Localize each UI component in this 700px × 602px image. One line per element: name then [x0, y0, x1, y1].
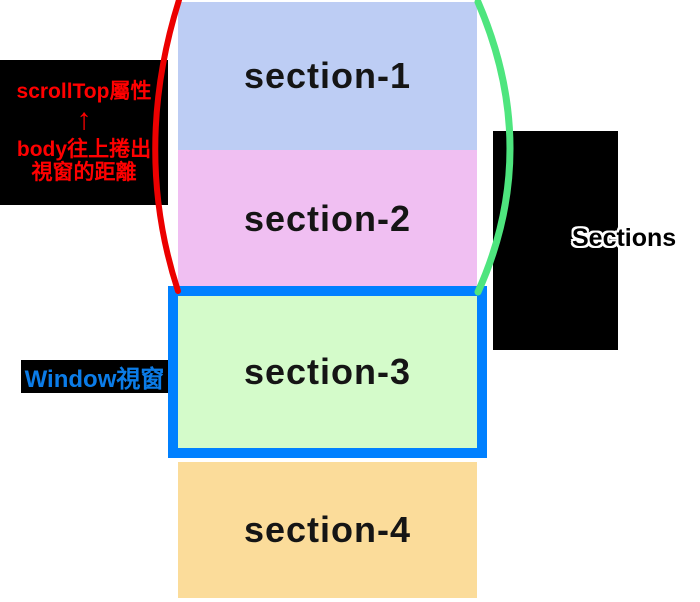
scrolltop-note-title: scrollTop屬性 — [16, 80, 152, 103]
section-3-label: section-3 — [243, 351, 412, 392]
scrolltop-note-line1: body往上捲出 — [16, 138, 152, 161]
scrolltop-note-line2: 視窗的距離 — [31, 161, 137, 184]
arrow-up-icon: ↑ — [76, 103, 92, 136]
section-4-label: section-4 — [243, 509, 412, 550]
window-viewport-label-box: Window視窗 — [21, 360, 168, 393]
section-2-label: section-2 — [243, 198, 412, 239]
section-1-block: section-1 — [178, 2, 477, 150]
section-4-block: section-4 — [178, 462, 477, 598]
window-viewport-label: Window視窗 — [24, 366, 165, 393]
sections-callout-label: Sections — [572, 224, 677, 252]
sections-callout-box — [493, 131, 618, 350]
scrolltop-note-box: scrollTop屬性 ↑ body往上捲出 視窗的距離 — [0, 60, 168, 205]
section-1-label: section-1 — [243, 55, 412, 96]
window-viewport-box: section-3 — [168, 286, 487, 458]
section-2-block: section-2 — [178, 150, 477, 288]
